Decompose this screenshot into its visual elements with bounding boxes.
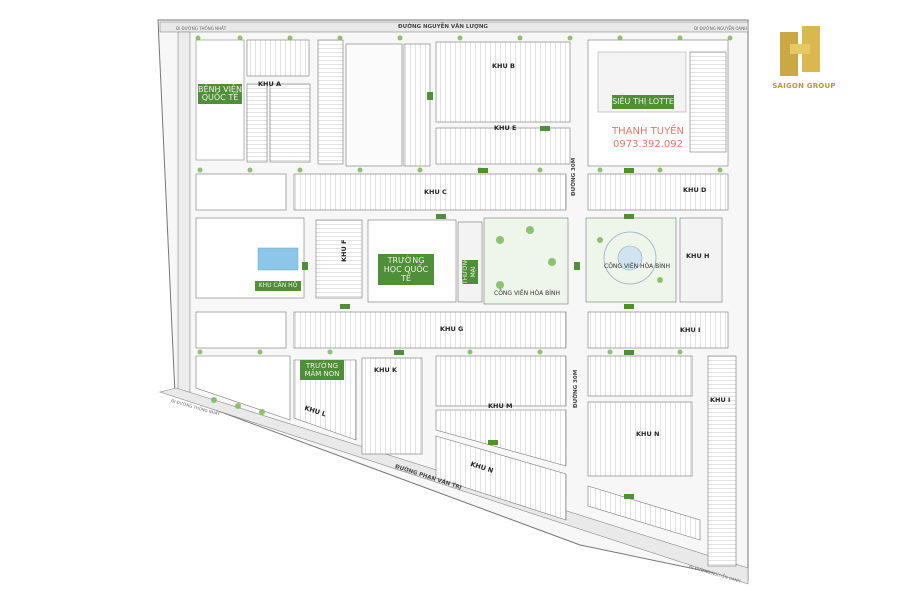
zone-label-g: KHU G — [440, 325, 464, 333]
kindergarten-label: TRƯỜNG MẦM NON — [300, 360, 344, 380]
zone-label-c: KHU C — [424, 188, 447, 196]
zone-label-i: KHU I — [680, 326, 701, 334]
watermark-phone: 0973.392.092 — [613, 139, 683, 150]
hospital-label: BỆNH VIỆN QUỐC TẾ — [198, 84, 242, 104]
watermark-name: THANH TUYỀN — [612, 126, 684, 137]
zone-label-i-lower: KHU I — [710, 396, 731, 404]
park-left-label: CÔNG VIÊN HÒA BÌNH — [494, 290, 561, 297]
park-right-label: CÔNG VIÊN HÒA BÌNH — [604, 263, 671, 270]
row5-blocks — [195, 355, 737, 567]
zone-label-f: KHU F — [340, 239, 348, 262]
road-nguyen-van-luong — [159, 21, 749, 33]
row2-blocks — [195, 173, 729, 211]
apartment-label: KHU CĂN HỘ — [255, 281, 301, 291]
trees — [195, 35, 733, 415]
brand-logo: SAIGON GROUP — [772, 26, 836, 96]
zone-label-d: KHU D — [683, 186, 707, 194]
road-label-top-right: ĐI ĐƯỜNG NGUYỄN OANH — [694, 26, 748, 31]
zone-label-b: KHU B — [492, 62, 515, 70]
row4-blocks — [195, 311, 729, 349]
road-label-top: ĐƯỜNG NGUYỄN VĂN LƯỢNG — [398, 24, 488, 30]
zone-label-e: KHU E — [494, 124, 517, 132]
zone-label-k: KHU K — [374, 366, 398, 374]
zone-label-m: KHU M — [488, 402, 513, 410]
road-label-30m-upper: ĐƯỜNG 30M — [571, 157, 577, 196]
zone-label-nb: KHU N — [636, 430, 660, 438]
school-label: TRƯỜNG HỌC QUỐC TẾ — [378, 254, 434, 285]
zone-label-a: KHU A — [258, 80, 282, 88]
road-label-30m-lower: ĐƯỜNG 30M — [573, 369, 579, 408]
road-left — [177, 31, 191, 393]
row1-blocks — [195, 39, 729, 167]
row3-blocks — [195, 217, 723, 305]
road-markers — [302, 92, 634, 499]
saigon-group-logo-icon — [780, 26, 820, 76]
supermarket-label: SIÊU THỊ LOTTE — [612, 95, 674, 109]
zone-label-h: KHU H — [686, 252, 710, 260]
brand-name: SAIGON GROUP — [772, 82, 836, 90]
road-label-top-left: ĐI ĐƯỜNG THỐNG NHẤT — [176, 26, 227, 31]
commercial-label: THƯƠNG MẠI — [462, 256, 478, 284]
road-phan-van-tri — [158, 387, 749, 585]
